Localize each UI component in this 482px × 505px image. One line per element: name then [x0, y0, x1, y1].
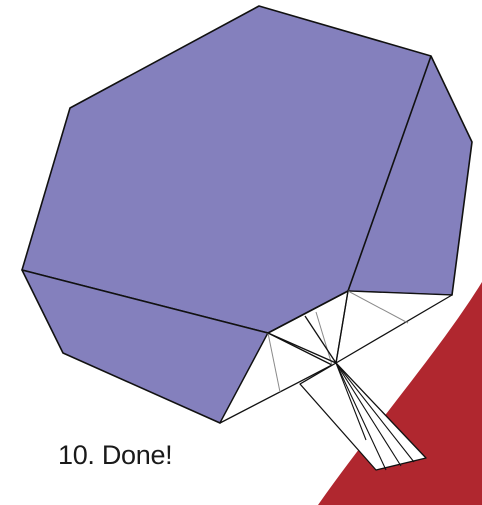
step-caption: 10. Done!	[58, 442, 172, 469]
fan-face-upper	[22, 6, 472, 333]
